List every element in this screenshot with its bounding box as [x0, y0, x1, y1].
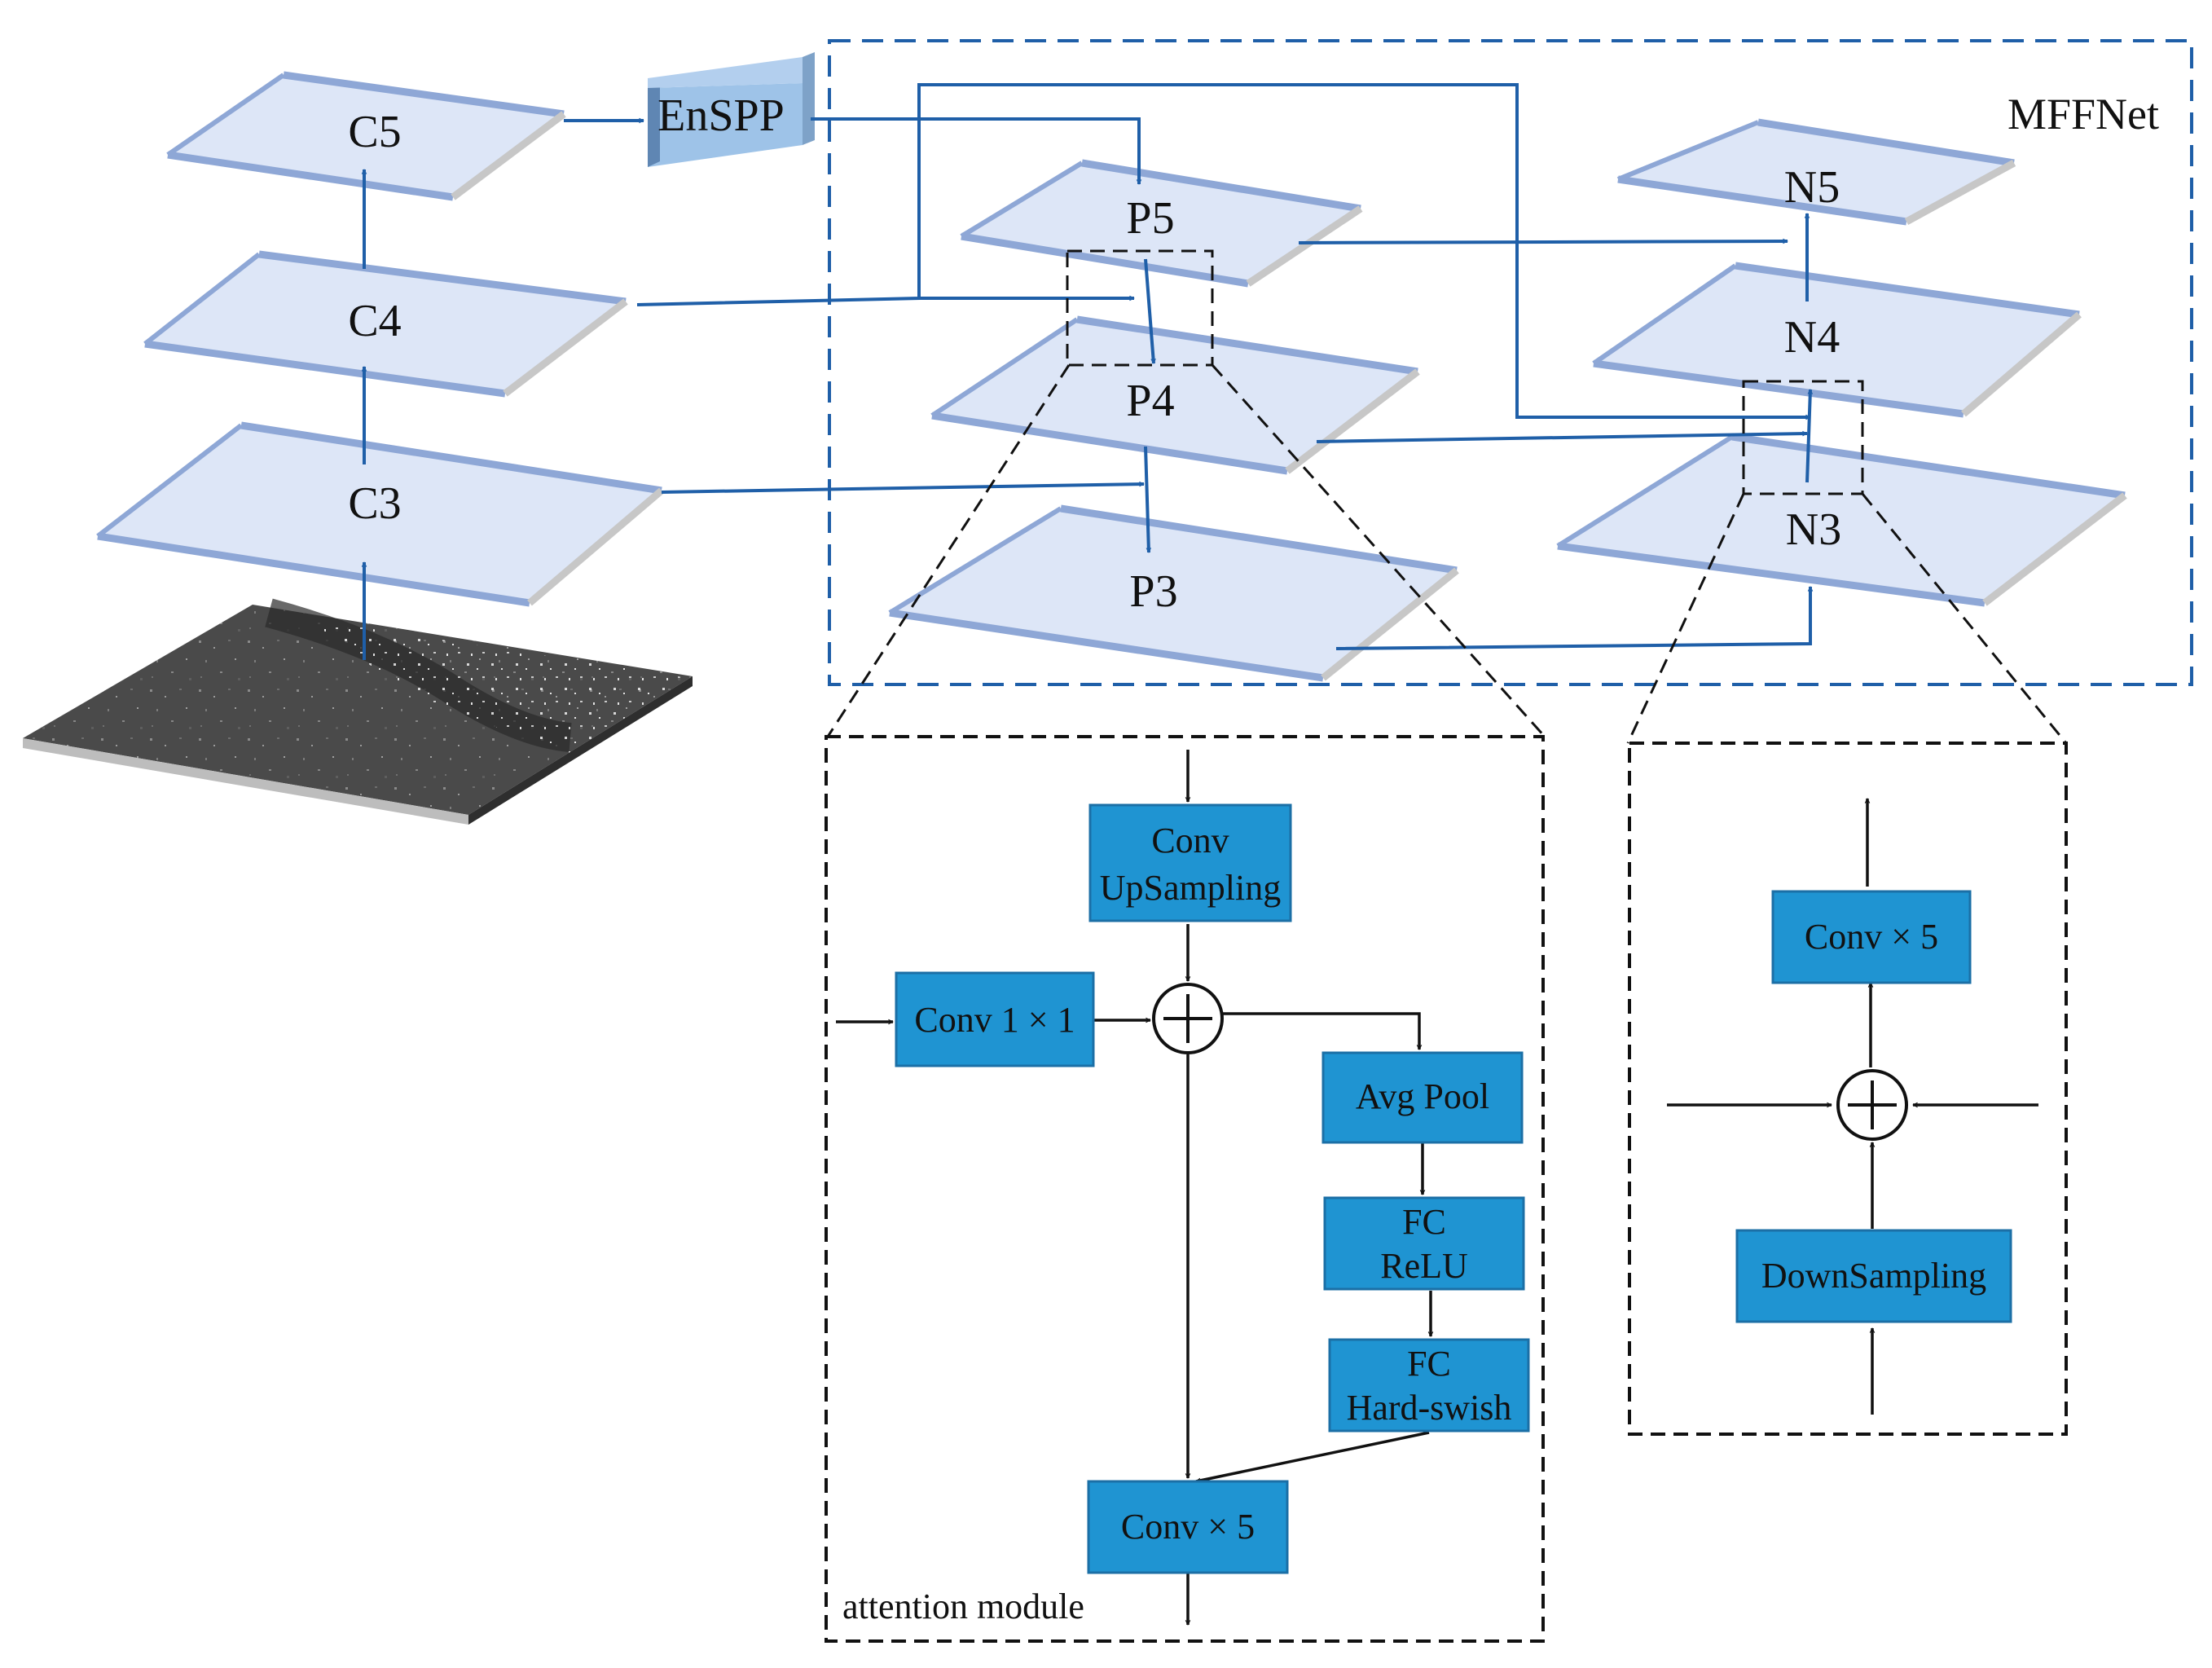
attention-add-node — [1152, 983, 1224, 1054]
attention-module-region — [825, 735, 1545, 1643]
svg-text:DownSampling: DownSampling — [1761, 1256, 1986, 1296]
zoom-box-n3 — [1742, 380, 1864, 495]
block-conv-1x1: Conv 1 × 1 — [895, 971, 1095, 1067]
block-fc-relu: FC ReLU — [1323, 1196, 1525, 1291]
arrow-p4-to-n4 — [1316, 434, 1807, 443]
plane-n4 — [1592, 262, 2082, 418]
plane-c4 — [143, 250, 628, 398]
svg-text:Conv × 5: Conv × 5 — [1121, 1507, 1255, 1547]
label-p5: P5 — [1126, 193, 1174, 244]
label-p4: P4 — [1126, 376, 1174, 426]
block-avg-pool: Avg Pool — [1321, 1051, 1524, 1144]
block-fc-hardswish: FC Hard-swish — [1328, 1338, 1530, 1433]
svg-text:Conv 1 × 1: Conv 1 × 1 — [914, 1000, 1075, 1040]
svg-text:UpSampling: UpSampling — [1100, 868, 1281, 908]
label-n3: N3 — [1786, 504, 1841, 555]
enspp-label: EnSPP — [657, 90, 785, 141]
zoom-box-p4 — [1066, 249, 1214, 367]
block-downsample-conv5: Conv × 5 — [1771, 890, 1972, 984]
plane-c5 — [166, 71, 566, 201]
plane-p5 — [960, 159, 1363, 288]
block-conv-upsampling: Conv UpSampling — [1088, 803, 1292, 922]
plane-n5 — [1616, 118, 2016, 226]
mffnet-title: MFFNet — [2008, 90, 2159, 139]
label-n4: N4 — [1784, 312, 1840, 363]
arrow-p3-to-n3 — [1335, 587, 1810, 650]
block-attention-conv5: Conv × 5 — [1087, 1480, 1289, 1574]
arrow-c4-to-p4 — [636, 83, 1810, 417]
arrow-n3-to-n4 — [1805, 389, 1810, 483]
downsample-module-region — [1628, 742, 2068, 1436]
enspp-block: EnSPP — [648, 52, 815, 167]
arrow-p5-to-p4 — [1144, 258, 1154, 363]
label-p3: P3 — [1129, 566, 1177, 617]
label-c3: C3 — [348, 478, 401, 529]
arrow-p4-to-p3 — [1144, 446, 1149, 552]
mffnet-region — [828, 39, 2193, 686]
svg-text:Conv: Conv — [1151, 821, 1229, 860]
label-c4: C4 — [348, 296, 401, 346]
svg-text:Hard-swish: Hard-swish — [1347, 1388, 1512, 1428]
plane-p4 — [930, 315, 1420, 475]
arrow-p5-to-n5 — [1298, 241, 1788, 244]
attention-arrows — [836, 750, 1431, 1625]
plane-n3 — [1556, 433, 2127, 607]
downsample-add-node — [1836, 1069, 1908, 1141]
svg-text:Conv × 5: Conv × 5 — [1805, 917, 1938, 957]
arrow-c3-to-p3 — [661, 484, 1144, 494]
zoom-connectors — [826, 249, 2068, 744]
input-sar-image — [23, 598, 693, 825]
attention-module-caption: attention module — [842, 1587, 1084, 1626]
label-c5: C5 — [348, 107, 401, 157]
svg-text:FC: FC — [1402, 1202, 1446, 1242]
plane-c3 — [96, 421, 664, 607]
plane-p3 — [888, 504, 1459, 682]
svg-text:FC: FC — [1407, 1344, 1451, 1384]
svg-text:ReLU: ReLU — [1380, 1246, 1468, 1286]
label-n5: N5 — [1784, 162, 1840, 213]
downsample-arrows — [1667, 799, 2038, 1415]
block-downsampling: DownSampling — [1735, 1229, 2012, 1323]
feature-arrows — [364, 83, 1810, 660]
svg-text:Avg Pool: Avg Pool — [1356, 1076, 1489, 1116]
